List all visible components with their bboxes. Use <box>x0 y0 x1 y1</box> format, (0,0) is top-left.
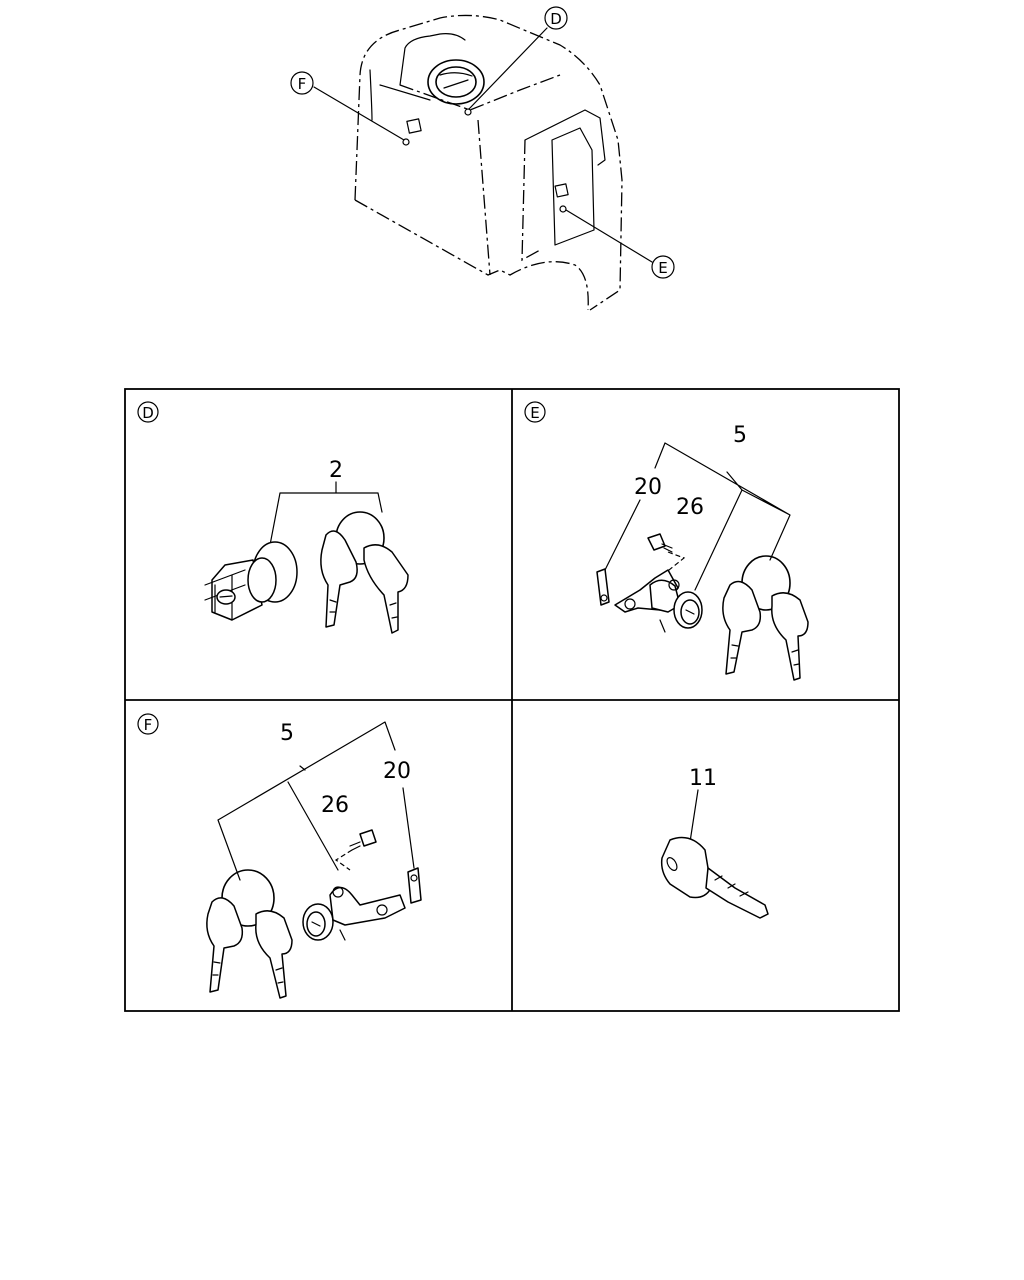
screw-26 <box>334 829 377 871</box>
callout-d-circle <box>544 6 568 30</box>
key-set <box>320 511 409 634</box>
callout-f-circle <box>290 71 314 95</box>
panel-grid <box>124 388 900 1012</box>
panel-e-letter: E <box>530 404 539 422</box>
part-label-11: 11 <box>689 766 717 791</box>
panel-d-letter-circle <box>137 401 159 423</box>
blank-key <box>660 836 769 919</box>
lock-assembly <box>302 886 406 941</box>
panel-f: F 5 26 20 <box>137 713 422 999</box>
panel-e-letter-circle <box>524 401 546 423</box>
callout-d-text: D <box>550 10 562 28</box>
part-label-5: 5 <box>733 423 747 448</box>
callout-f: F <box>290 71 314 95</box>
panel-f-letter-circle <box>137 713 159 735</box>
part-label-2: 2 <box>329 458 343 483</box>
lock-assembly <box>614 569 703 633</box>
lock-cylinder <box>204 541 298 621</box>
latch-plate-20 <box>407 867 422 904</box>
part-label-26: 26 <box>321 793 349 818</box>
panel-d: D 2 <box>137 401 409 634</box>
panel-e: E 5 20 26 <box>524 401 809 681</box>
callout-e-text: E <box>658 259 667 277</box>
callout-e-circle <box>651 255 675 279</box>
part-label-20: 20 <box>634 475 662 500</box>
panel-f-letter: F <box>144 716 153 734</box>
panel-key-blank: 11 <box>660 766 769 919</box>
callout-e: E <box>651 255 675 279</box>
callout-d: D <box>544 6 568 30</box>
part-label-20: 20 <box>383 759 411 784</box>
latch-plate-20 <box>596 568 610 606</box>
panel-d-letter: D <box>142 404 154 422</box>
callout-f-text: F <box>298 75 307 93</box>
cab-overview-drawing <box>313 14 653 311</box>
part-label-26: 26 <box>676 495 704 520</box>
part-label-5: 5 <box>280 721 294 746</box>
key-set <box>722 555 809 681</box>
screw-26 <box>647 533 686 575</box>
key-set <box>206 869 293 999</box>
part-11-leader <box>689 789 699 843</box>
